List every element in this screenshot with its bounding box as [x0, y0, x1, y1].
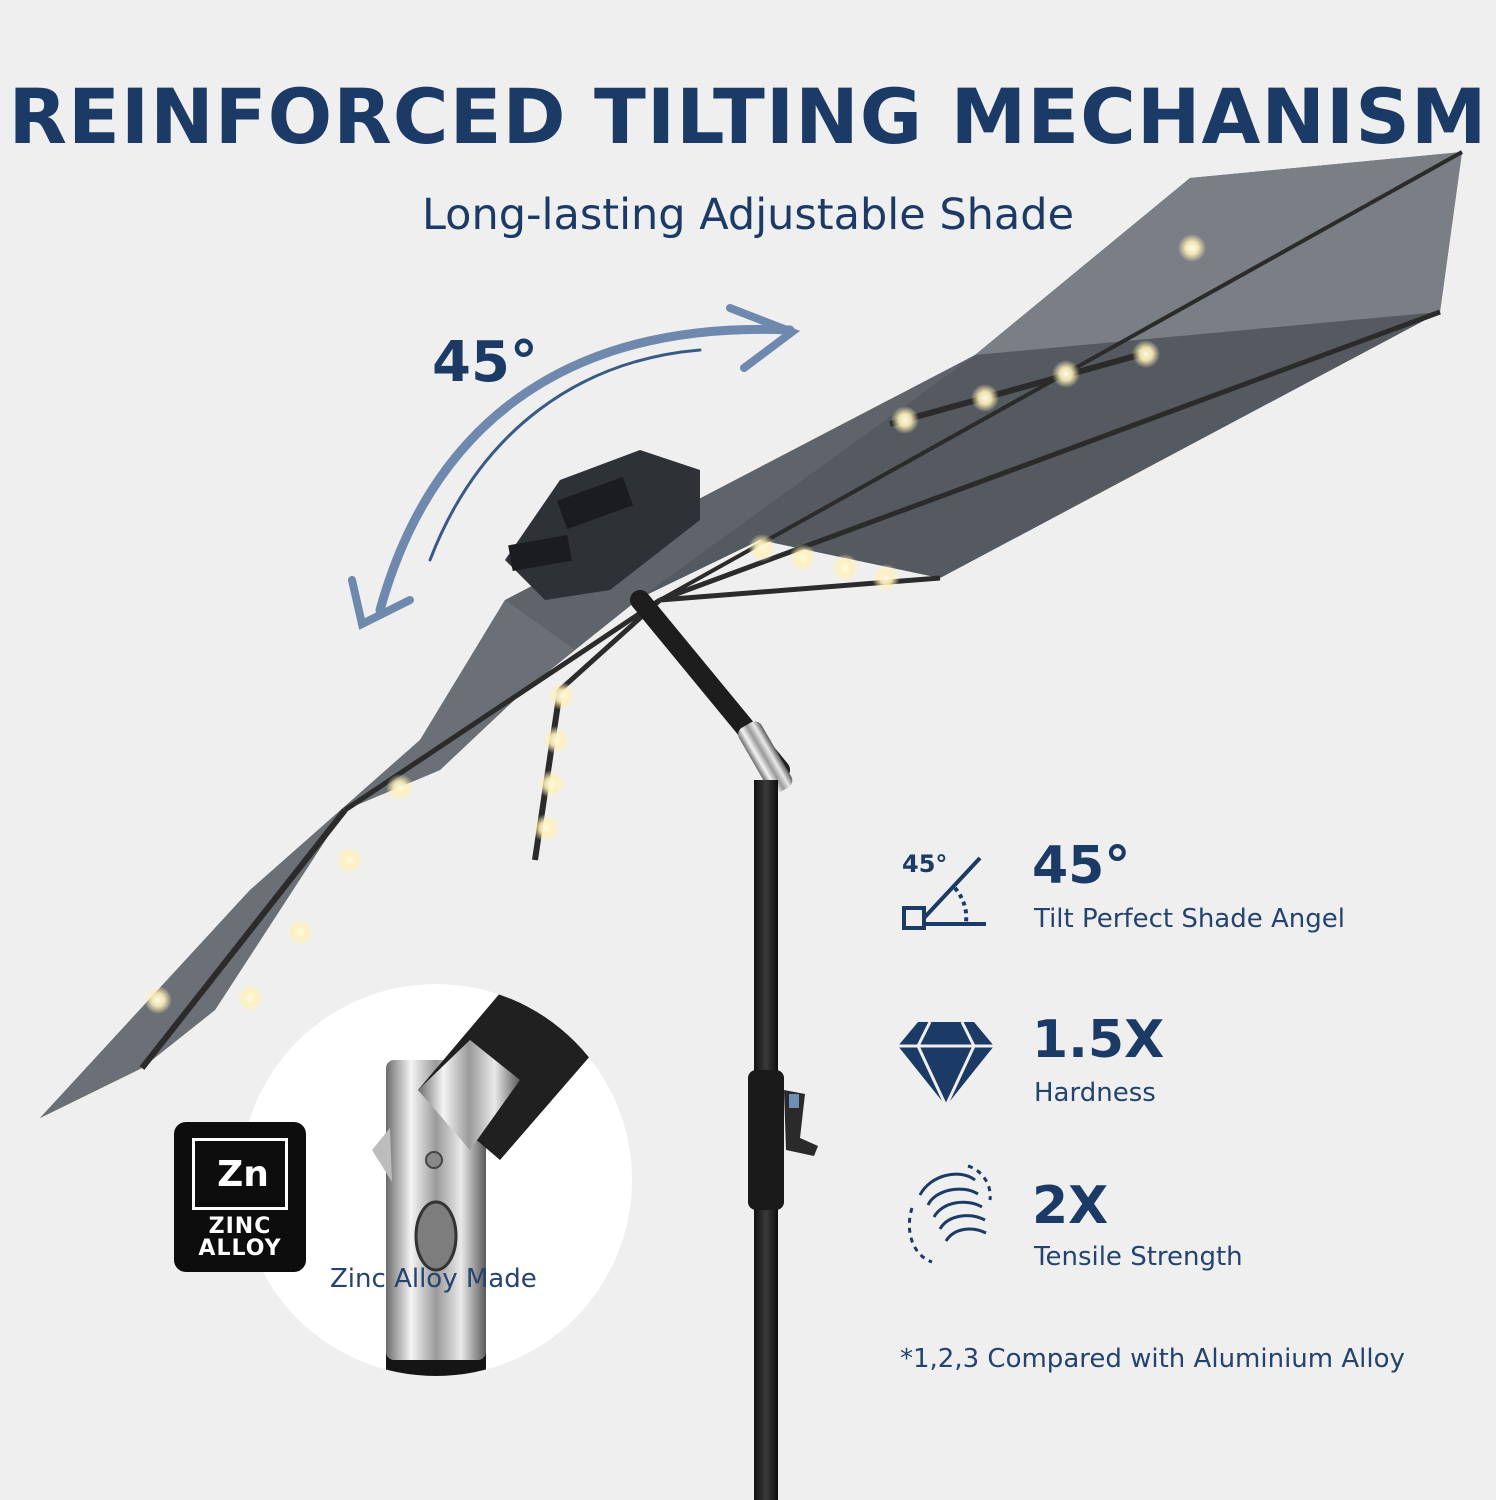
umbrella-canopy — [40, 150, 1463, 1118]
umbrella-pole — [630, 590, 818, 1500]
page-subtitle: Long-lasting Adjustable Shade — [421, 190, 1075, 240]
tilt-angle-icon — [902, 856, 986, 930]
spring-coil-icon — [907, 1164, 992, 1264]
zinc-symbol-frame: Zn — [192, 1138, 288, 1210]
feature-value-tensile: 2X — [1032, 1176, 1109, 1236]
tilt-arrow-icon — [348, 304, 801, 630]
zinc-badge-line2: ALLOY — [198, 1236, 282, 1261]
feature-value-tilt: 45° — [1032, 836, 1131, 896]
led-lights — [144, 234, 1206, 1014]
tilt-icon-label: 45° — [902, 850, 947, 878]
feature-desc-tensile: Tensile Strength — [1034, 1242, 1243, 1272]
feature-desc-hardness: Hardness — [1034, 1078, 1156, 1108]
zinc-caption: Zinc Alloy Made — [330, 1264, 537, 1294]
zinc-badge-text: ZINC ALLOY — [174, 1216, 306, 1260]
page-title: REINFORCED TILTING MECHANISM — [8, 72, 1488, 161]
zinc-symbol: Zn — [217, 1154, 269, 1195]
zinc-badge-line1: ZINC — [208, 1214, 272, 1239]
diamond-icon — [898, 1021, 994, 1110]
feature-desc-tilt: Tilt Perfect Shade Angel — [1034, 904, 1345, 934]
feature-value-hardness: 1.5X — [1032, 1010, 1165, 1070]
footnote: *1,2,3 Compared with Aluminium Alloy — [900, 1344, 1405, 1374]
zinc-alloy-badge: Zn ZINC ALLOY — [174, 1122, 306, 1272]
tilt-angle-label: 45° — [432, 330, 538, 395]
